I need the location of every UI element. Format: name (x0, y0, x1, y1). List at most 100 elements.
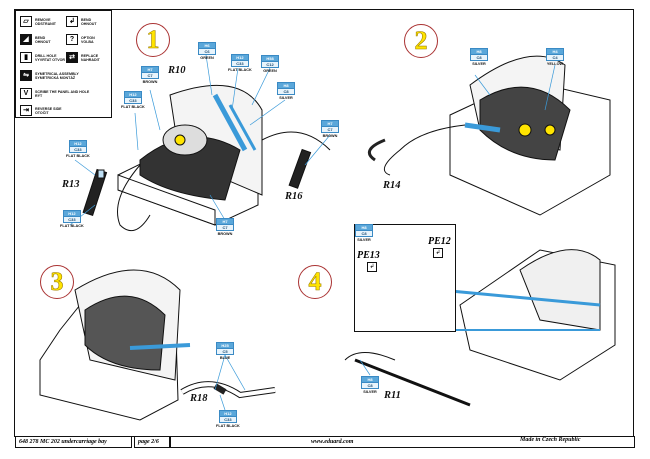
paint-callout: H7 C7 BROWN (321, 120, 339, 138)
paint-code-c: C8 (278, 88, 294, 94)
paint-code-box: H7 C7 (216, 218, 234, 231)
paint-code-box: H12 C33 (218, 410, 237, 423)
paint-code-h: H12 (69, 141, 86, 146)
paint-color-name: BLUE (219, 355, 231, 360)
footer-kit-code: 648 278 MC 202 undercarriage bay (15, 436, 132, 448)
legend-label-cz: SYMETRICKÁ MONTÁŽ (35, 75, 76, 80)
paint-code-c: C33 (124, 97, 141, 103)
paint-color-name: FLAT BLACK (66, 153, 90, 158)
paint-callout: H12 C33 FLAT BLACK (60, 210, 84, 228)
paint-code-box: H6 C6 (198, 42, 216, 55)
paint-code-h: H7 (322, 121, 338, 126)
legend-label-cz: ODSTRANIT (35, 21, 56, 26)
paint-color-name: FLAT BLACK (60, 223, 84, 228)
part-label-r14: R14 (383, 180, 401, 191)
paint-code-c: C7 (322, 126, 338, 132)
paint-code-c: C33 (63, 216, 80, 222)
paint-code-h: H8 (362, 377, 378, 382)
legend-label-cz: OTOČIT (35, 110, 49, 115)
paint-callout: H25 C5 BLUE (216, 342, 234, 360)
part-label-r10: R10 (168, 65, 186, 76)
paint-code-box: H12 C33 (230, 54, 249, 67)
paint-code-h: H12 (219, 411, 236, 416)
replace-icon: ⇄ (66, 52, 78, 63)
paint-code-c: C7 (217, 224, 233, 230)
part-label-r11: R11 (384, 390, 401, 401)
paint-code-c: C33 (219, 416, 236, 422)
paint-color-name: FLAT BLACK (121, 104, 145, 109)
paint-code-h: H25 (217, 343, 233, 348)
paint-code-h: H4 (547, 49, 563, 54)
paint-code-h: H8 (356, 225, 372, 230)
step4-detail-inset (354, 224, 456, 332)
footer-page: page 2/6 (134, 436, 170, 448)
bend-icon: ↲ (433, 248, 443, 258)
part-label-r16: R16 (285, 191, 303, 202)
paint-code-box: H12 C33 (68, 140, 87, 153)
paint-code-c: C4 (547, 54, 563, 60)
legend-label-cz: NAHRADIT (81, 57, 100, 62)
paint-code-box: H4 C4 (546, 48, 564, 61)
paint-code-h: H12 (124, 92, 141, 97)
step-number-3: 3 (40, 265, 74, 299)
paint-color-name: SILVER (357, 237, 371, 242)
paint-color-name: FLAT BLACK (216, 423, 240, 428)
legend-label: BEND (81, 17, 92, 22)
legend-label: REVERSE SIDE (35, 106, 62, 111)
footer-url: www.eduard.com (170, 436, 635, 448)
paint-color-name: SILVER (279, 95, 293, 100)
remove-icon: ▱ (20, 16, 32, 27)
reverse-icon: ⇥ (20, 105, 32, 116)
drill-icon: ▮ (20, 52, 32, 63)
paint-code-h: H7 (142, 67, 158, 72)
step-number-2: 2 (404, 24, 438, 58)
option-icon: ? (66, 34, 78, 45)
legend-label: SYMETRICAL ASSEMBLY (35, 71, 79, 76)
paint-code-box: H8 C8 (361, 376, 379, 389)
paint-color-name: BROWN (217, 231, 233, 236)
paint-color-name: BROWN (142, 79, 158, 84)
scribe-icon: V (20, 88, 32, 99)
legend-label-cz: OHNOUT (81, 21, 97, 26)
step-number-4: 4 (298, 265, 332, 299)
paint-code-c: C7 (142, 72, 158, 78)
paint-callout: H7 C7 BROWN (141, 66, 159, 84)
paint-code-box: H8 C8 (355, 224, 373, 237)
paint-callout: H8 C8 SILVER (470, 48, 488, 66)
paint-code-box: H7 C7 (321, 120, 339, 133)
paint-code-c: C8 (362, 382, 378, 388)
legend-label: DRILL HOLE (35, 53, 57, 58)
paint-callout: H7 C7 BROWN (216, 218, 234, 236)
paint-code-box: H8 C8 (277, 82, 295, 95)
paint-code-h: H58 (262, 56, 278, 61)
paint-callout: H12 C33 FLAT BLACK (216, 410, 240, 428)
legend-label: SCRIBE THE PANEL AND HOLE (35, 89, 90, 94)
footer-made-in: Made in Czech Republic (520, 437, 581, 443)
paint-code-c: C33 (231, 60, 248, 66)
paint-code-c: C12 (262, 61, 278, 67)
footer-bar: 648 278 MC 202 undercarriage bay page 2/… (15, 436, 635, 448)
legend-label: OPTION (81, 35, 95, 40)
paint-code-c: C33 (69, 146, 86, 152)
paint-code-h: H7 (217, 219, 233, 224)
paint-code-h: H6 (199, 43, 215, 48)
legend-label-cz: OHNOUT (35, 39, 51, 44)
legend-label-cz: VOLBA (81, 39, 94, 44)
symmetrical-icon: ⇋ (20, 70, 32, 81)
paint-code-c: C5 (217, 348, 233, 354)
paint-code-box: H8 C8 (470, 48, 488, 61)
legend-label: REMOVE (35, 17, 51, 22)
r16-tube (288, 148, 312, 189)
paint-callout: H4 C4 YELLOW (546, 48, 564, 66)
paint-code-h: H8 (278, 83, 294, 88)
bend-alt-icon: ◢ (20, 34, 32, 45)
